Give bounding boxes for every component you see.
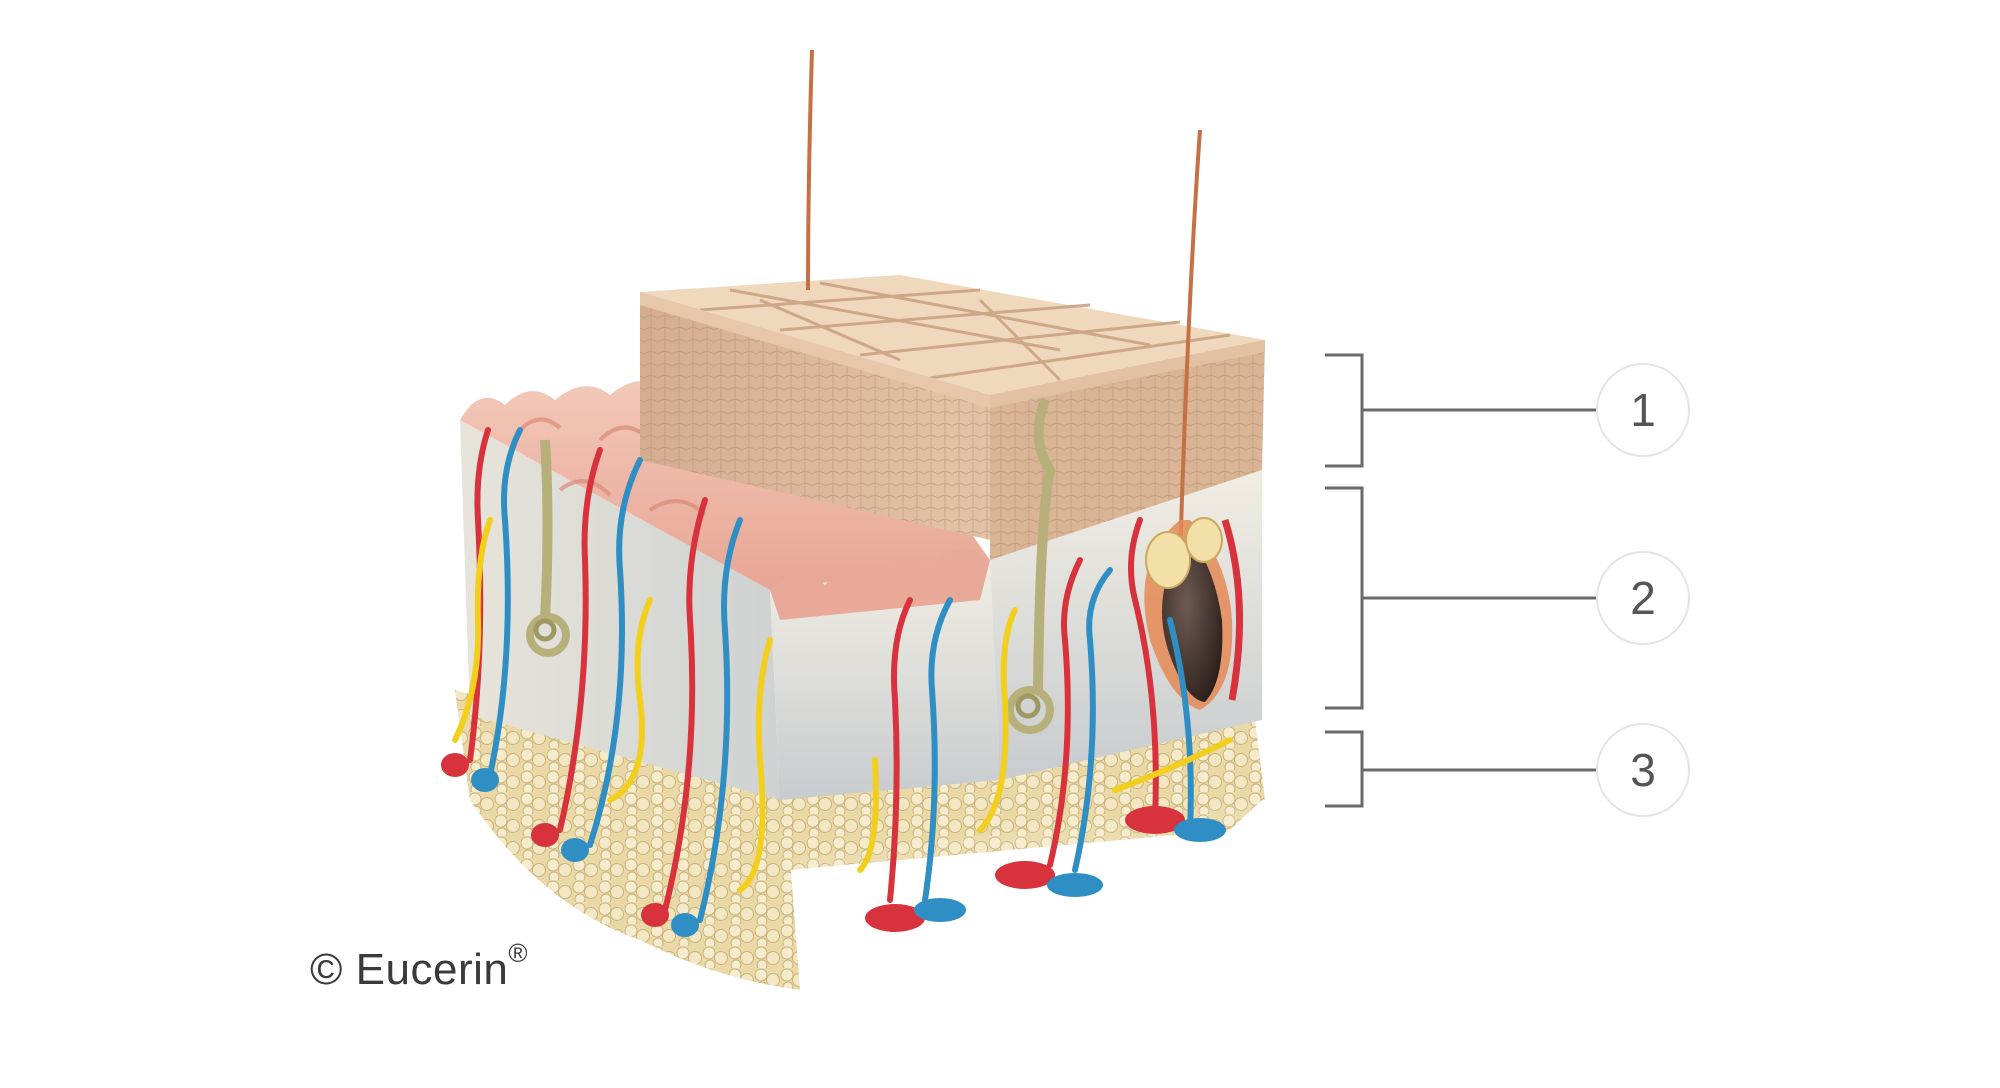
hair-shafts bbox=[806, 49, 1202, 561]
registered-mark: ® bbox=[508, 938, 529, 968]
sweat-glands bbox=[526, 398, 1056, 734]
callout-1: 1 bbox=[1596, 363, 1690, 457]
copyright-notice: © Eucerin® bbox=[310, 938, 528, 995]
vessel-cut-ends bbox=[441, 753, 1226, 937]
callout-2: 2 bbox=[1596, 551, 1690, 645]
bracket-2 bbox=[1325, 486, 1598, 710]
callout-3: 3 bbox=[1596, 723, 1690, 817]
copyright-symbol: © bbox=[310, 945, 343, 994]
callout-1-number: 1 bbox=[1630, 384, 1656, 436]
bracket-1 bbox=[1325, 353, 1598, 468]
copyright-brand: Eucerin bbox=[355, 945, 509, 994]
callout-2-number: 2 bbox=[1630, 572, 1656, 624]
callout-3-number: 3 bbox=[1630, 744, 1656, 796]
blood-vessels-and-nerves bbox=[441, 427, 1233, 937]
layer-brackets bbox=[1325, 353, 1598, 808]
epidermis-layer bbox=[640, 275, 1265, 560]
hair-follicle bbox=[1144, 517, 1244, 710]
bracket-3 bbox=[1325, 730, 1598, 808]
